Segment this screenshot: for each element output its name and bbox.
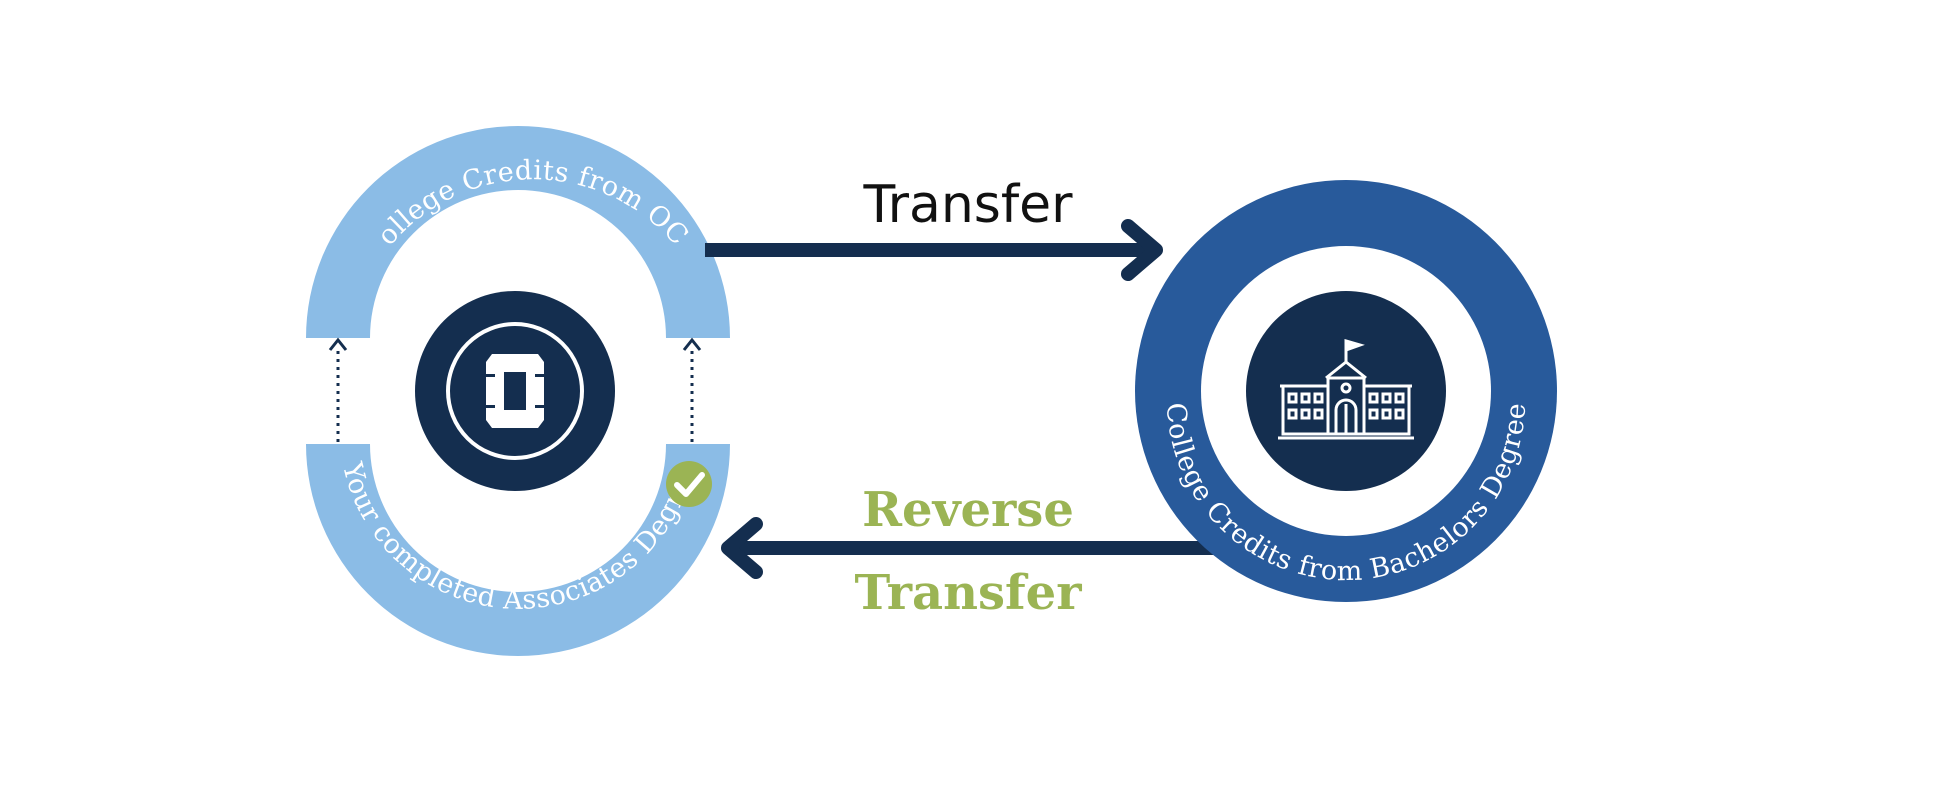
- bachelors-ring: College Credits from Bachelors Degree: [1135, 180, 1557, 602]
- occ-logo-icon: [446, 322, 584, 460]
- dotted-up-arrow-left-icon: [328, 337, 348, 442]
- transfer-label: Transfer: [862, 175, 1073, 235]
- transfer-arrow: [705, 219, 1163, 281]
- reverse-transfer-arrow: [721, 517, 1222, 579]
- reverse-transfer-label-line2: Transfer: [854, 565, 1082, 621]
- occ-bottom-arc: [306, 444, 730, 656]
- school-building-icon: [1278, 339, 1414, 440]
- occ-top-arc: [306, 126, 730, 338]
- reverse-transfer-label-line1: Reverse: [862, 482, 1074, 538]
- occ-center-disc: [415, 291, 615, 491]
- dotted-up-arrow-right-icon: [682, 337, 702, 442]
- checkmark-icon: [666, 461, 712, 507]
- occ-ring: College Credits from OCC Your completed …: [0, 0, 730, 656]
